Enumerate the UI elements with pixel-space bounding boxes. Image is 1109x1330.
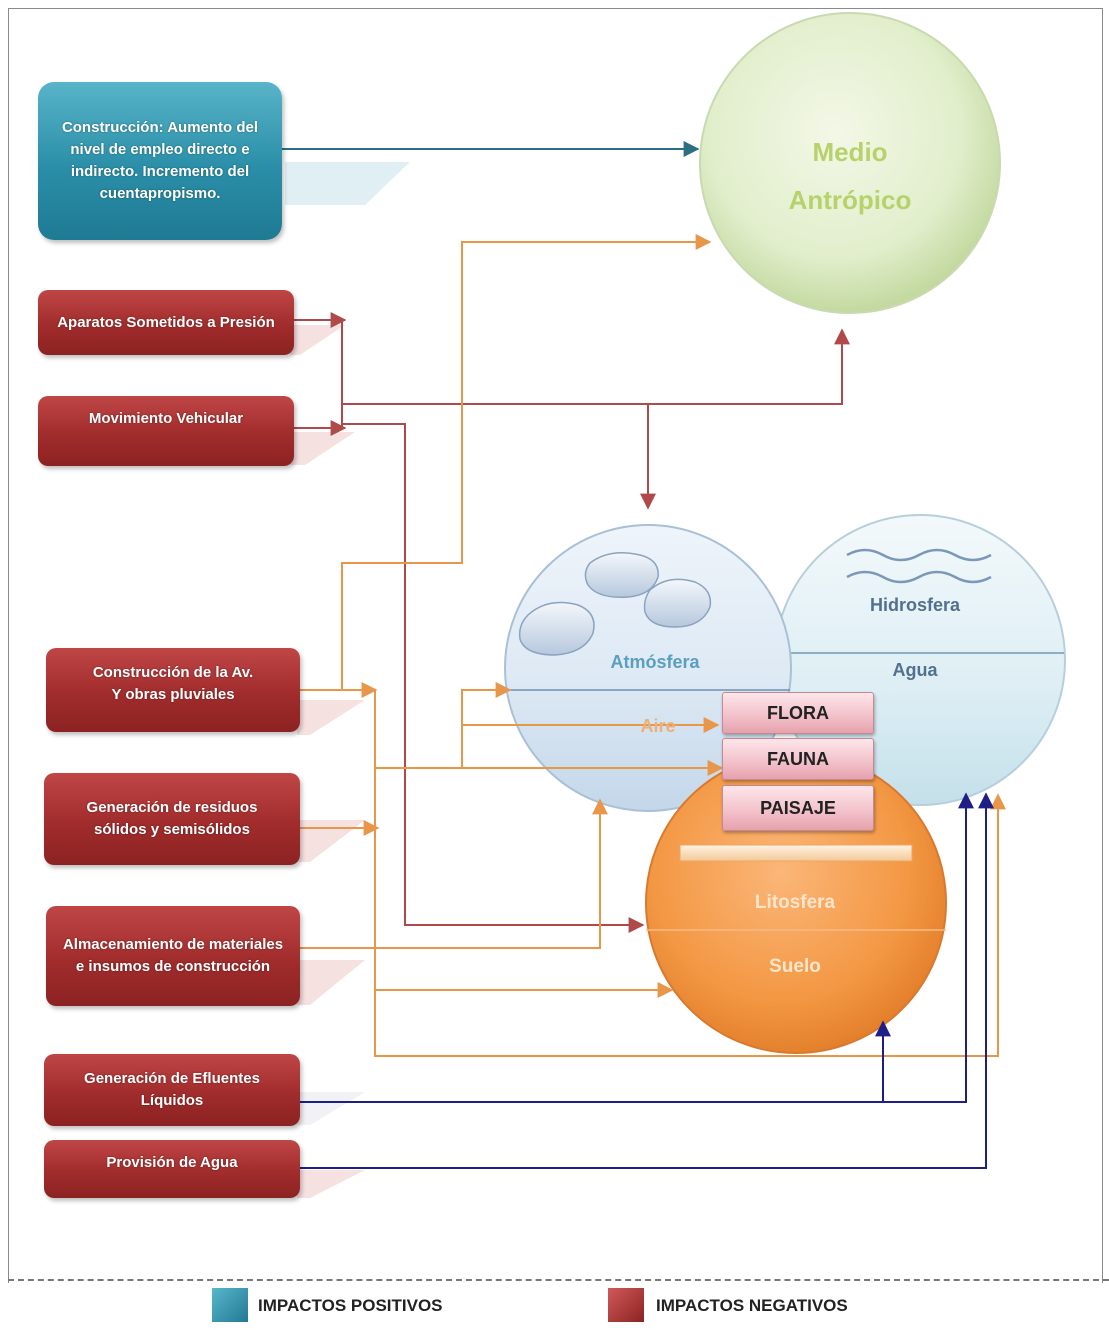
hidrosfera-label: Hidrosfera [869,595,961,615]
medio-antropico-sphere [699,12,1001,314]
provision-agua-box: Provisión de Agua [44,1140,300,1198]
legend-positive-label: IMPACTOS POSITIVOS [258,1296,443,1315]
litosfera-bar [679,844,913,862]
connectors [282,141,1006,1169]
litosfera-label: Litosfera [754,892,836,913]
legend-separator [8,1279,1109,1281]
suelo-label: Suelo [769,956,821,977]
construccion-av-label: Construcción de la Av. [92,664,254,681]
aparatos-box: Aparatos Sometidos a Presión [38,290,294,355]
movimiento-vehicular-label: Movimiento Vehicular [88,410,244,427]
box-shadows [285,162,410,1198]
legend-negative-swatch [608,1288,644,1322]
paisaje-tag: PAISAJE [722,785,874,831]
almacenamiento-box: Almacenamiento de materiales e insumos d… [46,906,300,1006]
atmosfera-sphere [504,524,792,812]
wave-icon [846,548,992,562]
diagram-frame [8,8,1103,1283]
construccion-positive-box: Construcción: Aumento del nivel de emple… [38,82,282,240]
cloud-icon [518,552,712,656]
construccion-av-box: Construcción de la Av. Y obras pluviales [46,648,300,732]
agua-label: Agua [892,660,938,680]
aire-label: Aire [640,716,676,736]
wave-icon [846,570,992,584]
atmosfera-label: Atmósfera [610,652,700,672]
residuos-box: Generación de residuos sólidos y semisól… [44,773,300,865]
movimiento-vehicular-box: Movimiento Vehicular [38,396,294,466]
construccion-av-sublabel: Y obras pluviales [111,686,235,703]
medio-antropico-label: Medio Antrópico [788,137,912,215]
efluentes-box: Generación de Efluentes Líquidos [44,1054,300,1126]
legend-positive-swatch [212,1288,248,1322]
provision-agua-label: Provisión de Agua [106,1154,238,1171]
legend-negative-label: IMPACTOS NEGATIVOS [656,1296,848,1315]
flora-tag: FLORA [722,692,874,734]
fauna-tag: FAUNA [722,738,874,780]
